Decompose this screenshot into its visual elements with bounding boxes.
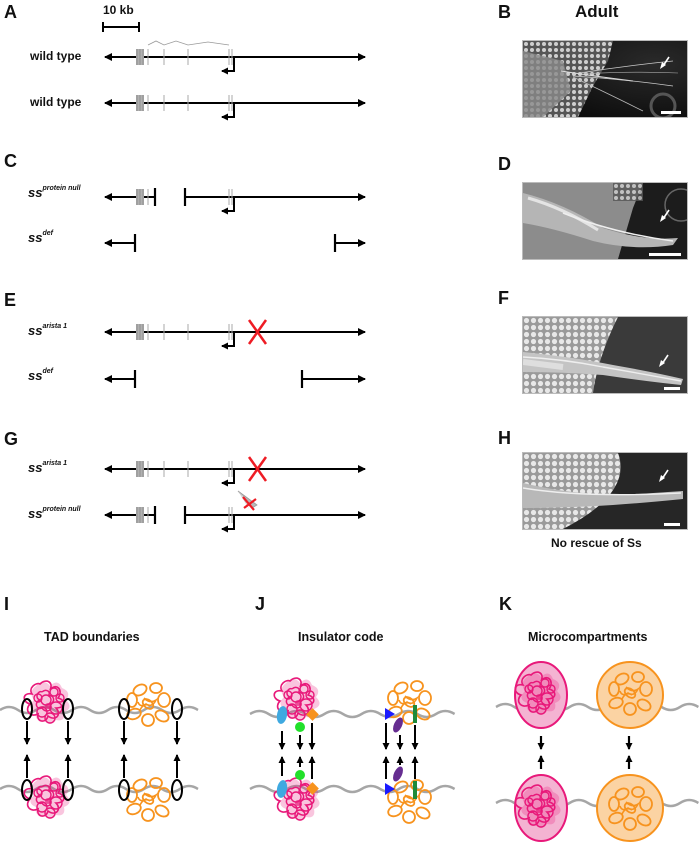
sem-image-h	[522, 452, 688, 530]
splice-junctions	[147, 40, 230, 46]
cyan-insulator-protein	[276, 706, 288, 724]
orange-compartment	[596, 774, 664, 842]
panel-letter-i: I	[4, 594, 10, 614]
blue-insulator-protein	[385, 708, 395, 720]
locus-diagrams	[102, 22, 366, 590]
allele-base: ss	[28, 230, 43, 245]
allele-label-ss-def-c: ssdef	[28, 230, 53, 245]
blocked-trans-interaction-icon	[237, 490, 258, 511]
locus-ss-def-e	[104, 370, 366, 388]
allele-label-ss-arista1-e: ssarista 1	[28, 323, 67, 338]
panel-letter-e: E	[4, 290, 17, 310]
pairing-arrows	[23, 721, 181, 778]
allele-label-ss-protein-null-g: ssprotein null	[28, 506, 81, 521]
orange-tad	[124, 776, 172, 822]
white-arrow-icon	[660, 56, 670, 69]
allele-base: ss	[28, 460, 43, 475]
red-x-mutation-icon	[247, 456, 268, 482]
panel-letter-k: K	[499, 594, 512, 614]
dark-green-insulator-protein	[413, 781, 417, 799]
pairing-arrows	[537, 736, 633, 769]
blue-insulator-protein	[385, 783, 395, 795]
panel-letter-h: H	[498, 428, 511, 448]
allele-base: ss	[28, 506, 43, 521]
green-insulator-protein	[295, 770, 305, 780]
white-arrow-icon	[659, 469, 669, 482]
locus-wild-type-1	[104, 40, 366, 71]
locus-ss-protein-null-g	[104, 506, 366, 529]
allele-base: ss	[28, 185, 43, 200]
panel-letter-d: D	[498, 154, 511, 174]
locus-ss-arista1-g	[104, 456, 366, 483]
allele-superscript: def	[42, 367, 53, 375]
white-arrow-icon	[660, 209, 670, 222]
red-x-mutation-icon	[247, 319, 268, 345]
sem-image-d	[522, 182, 688, 260]
green-insulator-protein	[295, 722, 305, 732]
dark-green-insulator-protein	[413, 705, 417, 723]
allele-superscript: def	[42, 229, 53, 237]
allele-base: ss	[28, 323, 43, 338]
genotype-label-wild-type-2: wild type	[30, 95, 82, 109]
purple-insulator-protein	[393, 717, 403, 733]
allele-label-ss-def-e: ssdef	[28, 368, 53, 383]
allele-base: ss	[28, 368, 43, 383]
title-microcompartments: Microcompartments	[528, 630, 648, 644]
chromatin-fiber	[0, 705, 200, 715]
locus-ss-protein-null-c	[104, 188, 366, 211]
cyan-insulator-protein	[276, 780, 288, 798]
micrometer-scale-bar	[649, 253, 681, 256]
panel-j-diagram	[248, 677, 456, 824]
panel-letter-f: F	[498, 288, 509, 308]
allele-label-ss-arista1-g: ssarista 1	[28, 460, 67, 475]
allele-superscript: arista 1	[42, 322, 67, 330]
chromatin-models	[0, 661, 700, 842]
sem-image-b	[522, 40, 688, 118]
caption-no-rescue: No rescue of Ss	[551, 536, 642, 550]
white-arrow-icon	[659, 354, 669, 367]
genotype-label-wild-type-1: wild type	[30, 49, 82, 63]
micrometer-scale-bar	[664, 523, 680, 526]
orange-compartment	[596, 661, 664, 729]
scale-bar-label: 10 kb	[103, 3, 134, 17]
allele-label-ss-protein-null-c: ssprotein null	[28, 185, 81, 200]
title-tad-boundaries: TAD boundaries	[44, 630, 140, 644]
panel-letter-g: G	[4, 429, 19, 449]
sem-image-f	[522, 316, 688, 394]
micrometer-scale-bar	[661, 111, 681, 114]
pairing-arrows	[278, 723, 419, 779]
title-insulator-code: Insulator code	[298, 630, 384, 644]
orange-tad	[124, 681, 172, 727]
scale-bar	[102, 22, 140, 32]
panel-letter-a: A	[4, 2, 17, 22]
allele-superscript: arista 1	[42, 459, 67, 467]
locus-wild-type-2	[104, 94, 366, 117]
panel-letter-b: B	[498, 2, 511, 22]
locus-ss-def-c	[104, 234, 366, 252]
allele-superscript: protein null	[42, 184, 81, 192]
panel-letter-c: C	[4, 151, 17, 171]
locus-ss-arista1-e	[104, 319, 366, 346]
panel-letter-j: J	[255, 594, 266, 614]
panel-i-diagram	[0, 680, 200, 822]
purple-insulator-protein	[393, 766, 403, 782]
column-title-adult: Adult	[575, 2, 619, 21]
micrometer-scale-bar	[664, 387, 680, 390]
panel-k-diagram	[494, 661, 700, 842]
allele-superscript: protein null	[42, 505, 81, 513]
